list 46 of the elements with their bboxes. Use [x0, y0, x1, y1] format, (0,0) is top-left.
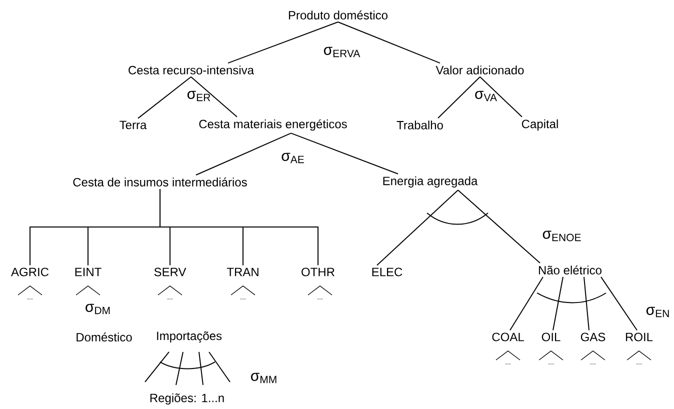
category-label: Capital — [522, 119, 558, 131]
category-label: Cesta de insumos intermediários — [73, 178, 247, 186]
branch-line — [196, 132, 292, 176]
elasticity-label: σ$_{ERVA}$ — [324, 46, 360, 58]
elasticity-label: σ$_{EN}$ — [646, 306, 669, 318]
elasticity-label: σ$_{DM}$ — [86, 304, 110, 314]
branch-line — [438, 76, 480, 119]
branch-line — [584, 276, 590, 331]
category-label: Regiões: 1...n — [150, 393, 224, 405]
branch-line — [510, 276, 544, 331]
category-label: Cesta recurso-intensiva — [128, 66, 254, 74]
category-label: Energia agregada — [383, 176, 478, 188]
category-label: OIL — [542, 332, 560, 342]
elasticity-label: σ$_{ER}$ — [187, 90, 210, 102]
category-label: OTHR — [302, 268, 334, 276]
branch-line — [228, 21, 338, 64]
category-label: SERV — [154, 268, 186, 276]
branch-line — [552, 276, 564, 331]
elasticity-label: σ$_{ENOE}$ — [542, 230, 581, 242]
category-label: Produto doméstico — [288, 10, 388, 20]
category-label: Trabalho — [396, 120, 443, 130]
category-label: Valor adicionado — [436, 66, 524, 74]
branch-line — [458, 190, 540, 264]
branch-line — [338, 21, 440, 64]
category-label: COAL — [492, 332, 524, 342]
elasticity-label: σ$_{MM}$ — [251, 372, 276, 384]
category-label: AGRIC — [11, 268, 49, 276]
category-label: GAS — [580, 332, 606, 342]
category-label: ROIL — [626, 332, 653, 342]
category-label: Cesta materiais energéticos — [199, 119, 347, 131]
branch-line — [190, 76, 238, 118]
elasticity-label: σ$_{VA}$ — [475, 90, 497, 102]
category-label: Não elétrico — [538, 266, 602, 274]
category-label: Terra — [120, 120, 147, 130]
category-label: EINT — [75, 268, 102, 276]
elasticity-label: σ$_{AE}$ — [282, 152, 304, 164]
category-label: TRAN — [226, 268, 258, 276]
category-label: Doméstico — [76, 332, 132, 342]
branch-line — [160, 188, 318, 266]
category-label: Importações — [157, 331, 222, 343]
branch-line — [480, 76, 522, 118]
branch-line — [290, 132, 398, 174]
branch-line — [138, 76, 192, 119]
branch-line — [600, 276, 638, 331]
branch-line — [376, 190, 458, 266]
category-label: ELEC — [372, 268, 402, 276]
